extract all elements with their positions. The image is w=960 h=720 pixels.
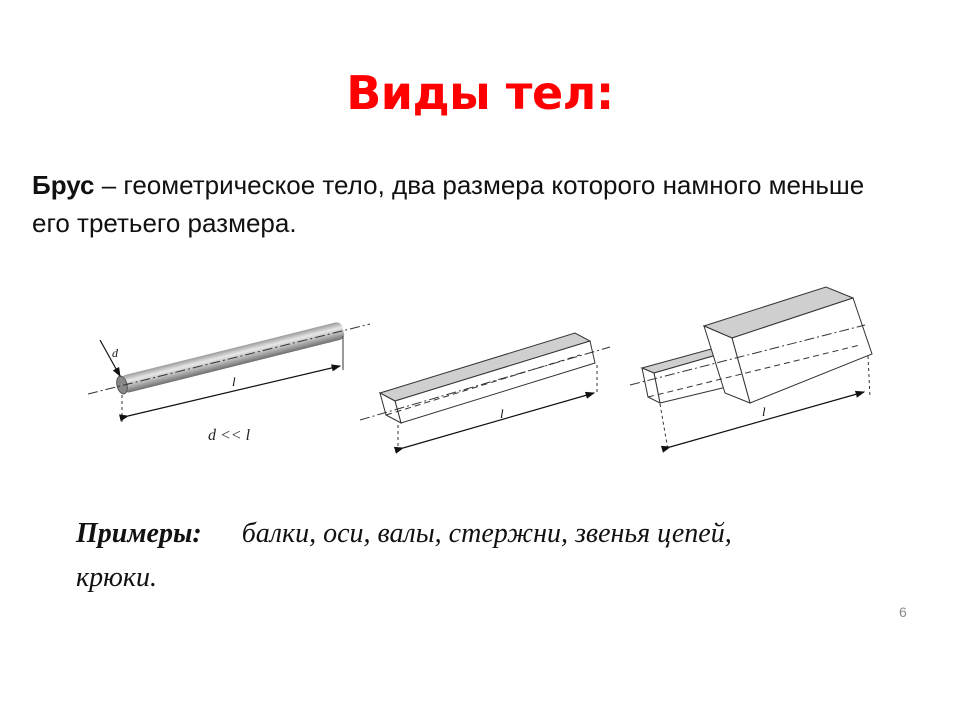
length-label-3: l <box>762 404 766 419</box>
relation-label: d << l <box>208 427 251 444</box>
definition-line1: геометрическое тело, два размера которог… <box>123 170 865 200</box>
page-number: 6 <box>899 604 907 620</box>
bar-diagrams: d l d << l l l <box>87 286 873 454</box>
diameter-label: d <box>112 346 119 360</box>
examples-label: Примеры: <box>76 518 202 549</box>
slide-title: Виды тел: <box>346 66 614 120</box>
definition-term: Брус <box>32 170 95 200</box>
examples-block: Примеры: балки, оси, валы, стержни, звень… <box>76 512 876 600</box>
round-bar-figure: d l d << l <box>87 322 371 444</box>
examples-line1: балки, оси, валы, стержни, звенья цепей, <box>241 518 732 549</box>
square-bar-figure: l <box>359 332 611 454</box>
definition-text: Брус – геометрическое тело, два размера … <box>32 166 960 242</box>
definition-line2: его третьего размера. <box>32 208 297 238</box>
examples-line2: крюки. <box>76 562 157 593</box>
stepped-bar-figure: l <box>629 286 873 453</box>
length-label-2: l <box>500 406 504 421</box>
length-label-1: l <box>232 374 236 389</box>
definition-dash: – <box>94 170 124 200</box>
